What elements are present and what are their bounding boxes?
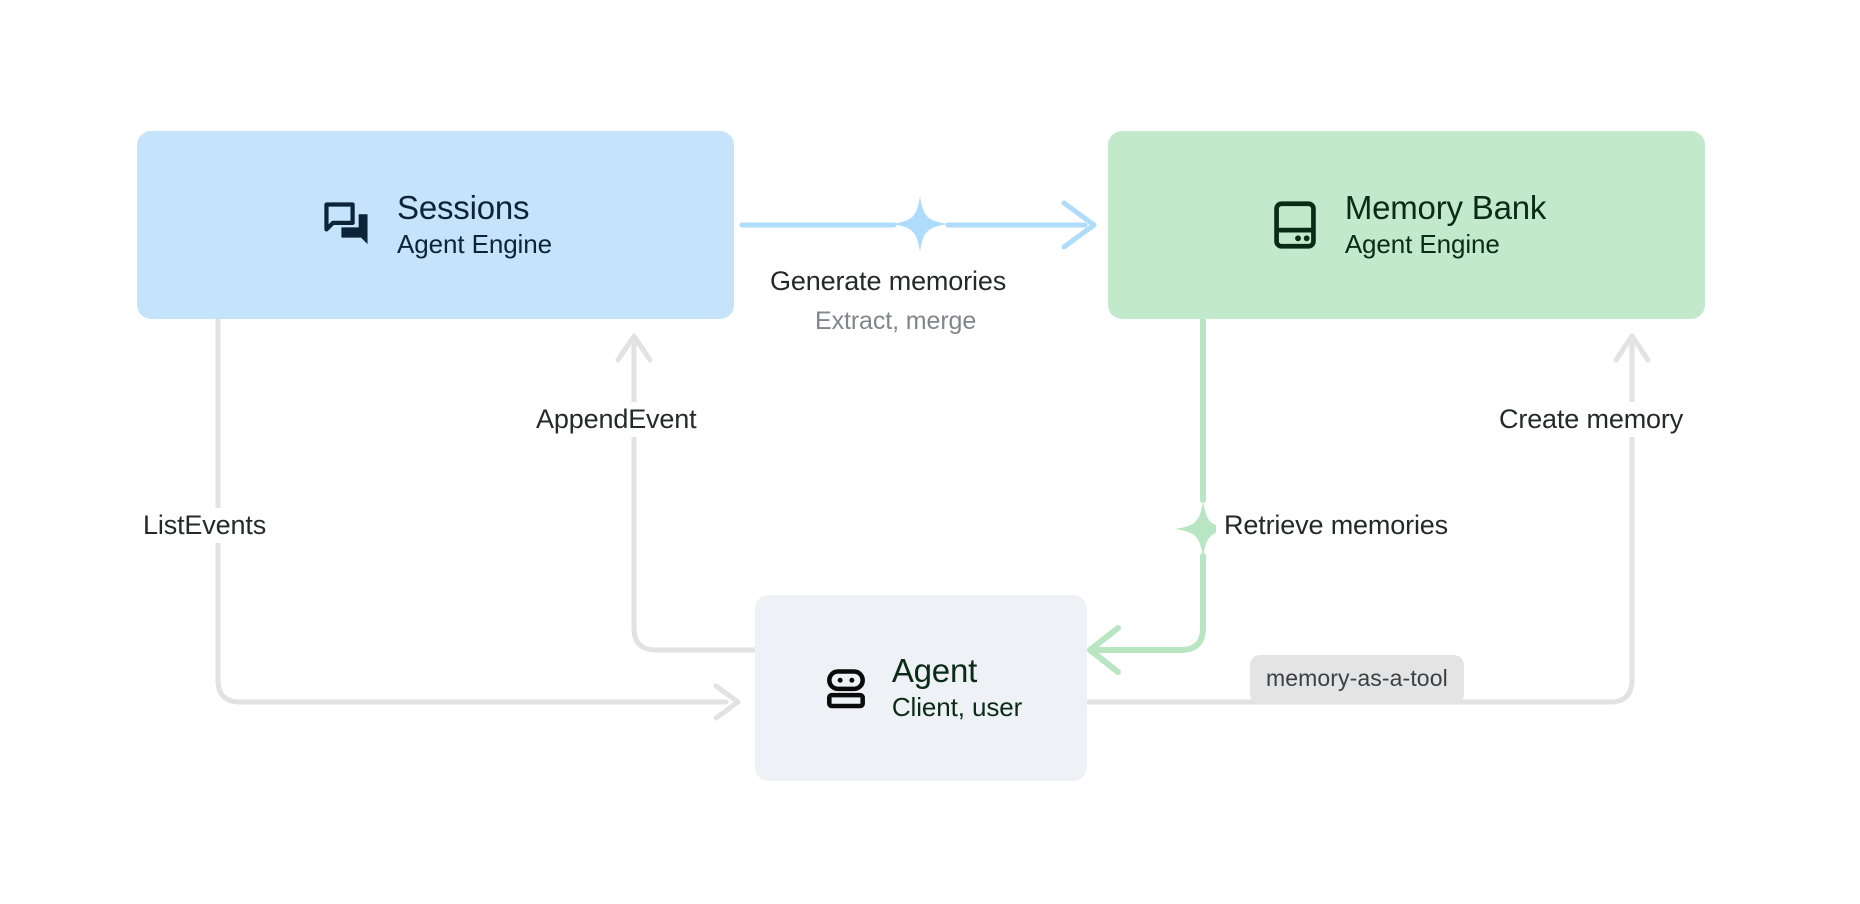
node-agent[interactable]: Agent Client, user (755, 595, 1087, 781)
node-agent-title: Agent (891, 652, 978, 690)
node-agent-content: Agent Client, user (820, 652, 1023, 723)
edge-label-generate-memories: Generate memories (762, 264, 1015, 299)
edge-list-events (215, 316, 741, 721)
edge-label-append-event: AppendEvent (528, 402, 705, 437)
memory-bank-icon (1274, 201, 1316, 249)
edge-label-list-events: ListEvents (135, 508, 275, 543)
edge-generate-memories (739, 196, 1097, 252)
badge-memory-as-a-tool: memory-as-a-tool (1250, 655, 1464, 704)
node-sessions-content: Sessions Agent Engine (319, 189, 552, 260)
node-sessions-subtitle: Agent Engine (397, 229, 552, 260)
edge-label-retrieve-memories: Retrieve memories (1216, 508, 1457, 543)
edge-retrieve-memories (1087, 316, 1231, 675)
node-sessions-text: Sessions Agent Engine (397, 189, 552, 260)
chat-bubbles-icon (324, 202, 368, 245)
node-memory-bank-text: Memory Bank Agent Engine (1344, 189, 1547, 260)
edge-sublabel-generate-memories: Extract, merge (807, 306, 985, 337)
edge-create-memory (1084, 333, 1651, 705)
edge-label-create-memory: Create memory (1491, 402, 1692, 437)
edge-append-event (615, 333, 758, 653)
node-memory-bank-content: Memory Bank Agent Engine (1267, 189, 1547, 260)
node-memory-bank-subtitle: Agent Engine (1344, 229, 1500, 260)
robot-icon (826, 669, 865, 709)
node-agent-subtitle: Client, user (891, 692, 1023, 723)
node-agent-text: Agent Client, user (891, 652, 1023, 723)
node-sessions-title: Sessions (397, 189, 530, 227)
sparkle-icon (1175, 501, 1231, 557)
node-memory-bank[interactable]: Memory Bank Agent Engine (1108, 131, 1705, 319)
node-sessions[interactable]: Sessions Agent Engine (137, 131, 734, 319)
node-memory-bank-title: Memory Bank (1344, 189, 1547, 227)
sparkle-icon (892, 196, 948, 252)
